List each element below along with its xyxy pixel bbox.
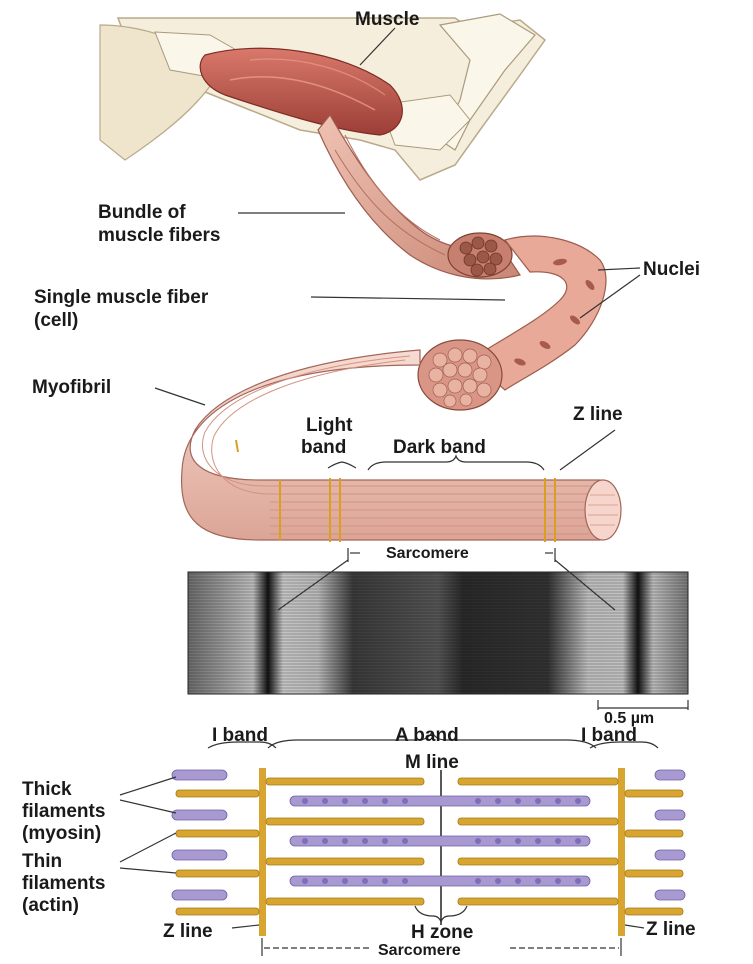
- thick-label-line2: filaments: [22, 801, 105, 822]
- a-band-label: A band: [395, 725, 459, 746]
- z-line-label-bottom-right: Z line: [646, 919, 696, 940]
- light-band-label-line2: band: [301, 437, 346, 458]
- muscle-label: Muscle: [355, 9, 419, 30]
- h-zone-label: H zone: [411, 922, 473, 943]
- sarcomere-label-bottom: Sarcomere: [378, 942, 461, 959]
- single-fiber-label-line1: Single muscle fiber: [34, 287, 209, 308]
- thick-label-line1: Thick: [22, 779, 72, 800]
- light-band-label-line1: Light: [306, 415, 353, 436]
- m-line-label: M line: [405, 752, 459, 773]
- z-line-right-bar: [618, 768, 625, 936]
- i-band-label-left: I band: [212, 725, 268, 746]
- thick-label-line3: (myosin): [22, 823, 101, 844]
- thin-label-line3: (actin): [22, 895, 79, 916]
- z-line-label-top: Z line: [573, 404, 623, 425]
- thin-label-line2: filaments: [22, 873, 105, 894]
- i-band-label-right: I band: [581, 725, 637, 746]
- dark-band-label: Dark band: [393, 437, 486, 458]
- nuclei-label: Nuclei: [643, 259, 700, 280]
- myofibril-cross-section: [418, 340, 502, 410]
- filament-schematic: [172, 768, 685, 936]
- bundle-label-line2: muscle fibers: [98, 225, 221, 246]
- myofibril-label: Myofibril: [32, 377, 111, 398]
- single-fiber-label-line2: (cell): [34, 310, 78, 331]
- z-line-left-bar: [259, 768, 266, 936]
- z-line-label-bottom-left: Z line: [163, 921, 213, 942]
- sarcomere-label-top: Sarcomere: [386, 545, 469, 562]
- thin-label-line1: Thin: [22, 851, 62, 872]
- bundle-label-line1: Bundle of: [98, 202, 186, 223]
- electron-micrograph: [188, 572, 688, 694]
